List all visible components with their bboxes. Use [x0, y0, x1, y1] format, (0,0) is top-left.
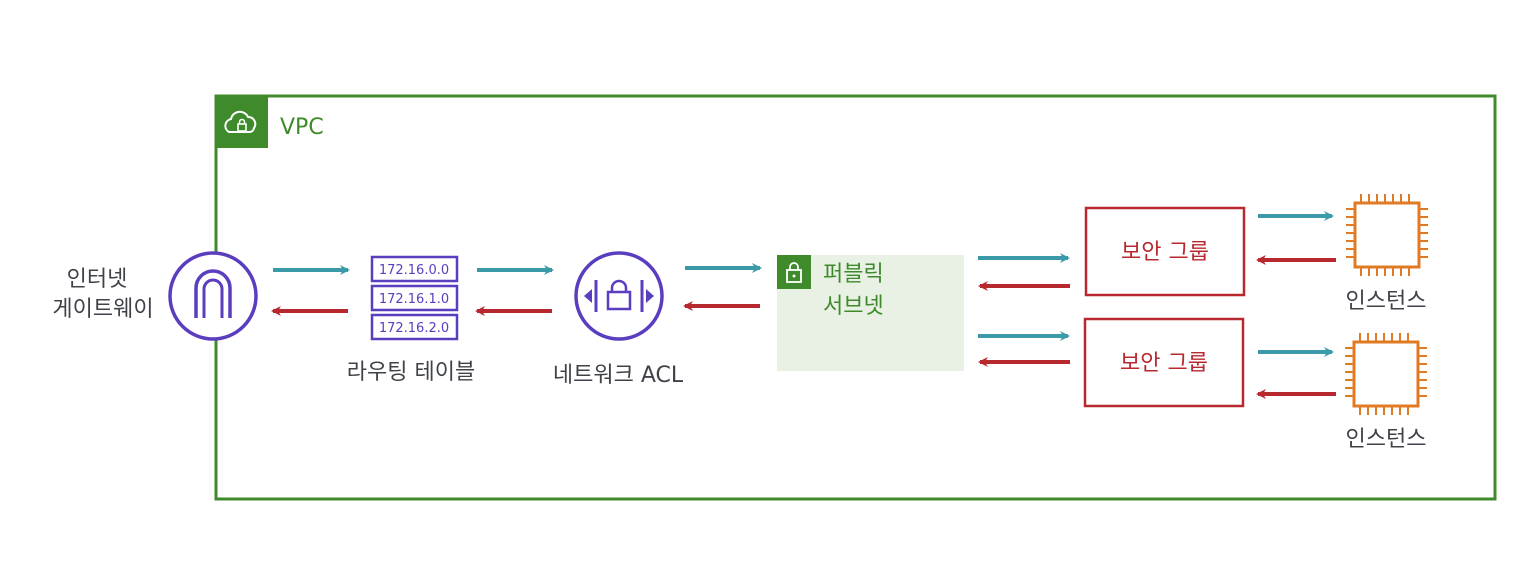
ec2-instance-icon	[1346, 194, 1428, 276]
vpc-label: VPC	[280, 115, 324, 140]
instance-label: 인스턴스	[1346, 289, 1427, 314]
security-group-label: 보안 그룹	[1120, 351, 1208, 376]
internet-gateway: 인터넷 게이트웨이	[52, 251, 258, 341]
instance-2: 인스턴스	[1345, 333, 1427, 452]
vpc-icon-badge	[216, 96, 268, 148]
lock-icon	[786, 262, 802, 283]
route-table-label: 라우팅 테이블	[347, 360, 475, 385]
security-group-box	[1084, 206, 1246, 297]
security-group-1: 보안 그룹	[1084, 206, 1246, 297]
network-acl-label: 네트워크 ACL	[553, 363, 684, 388]
internet-gateway-label-line1: 인터넷	[67, 267, 128, 292]
route-table-icon: 172.16.0.0 172.16.1.0 172.16.2.0	[370, 255, 459, 341]
inbound-arrows	[273, 211, 1334, 357]
route-entry-0: 172.16.0.0	[379, 263, 449, 278]
route-entry-1: 172.16.1.0	[379, 292, 449, 307]
instance-label: 인스턴스	[1346, 427, 1427, 452]
security-group-label: 보안 그룹	[1121, 240, 1209, 265]
cloud-lock-icon	[224, 110, 257, 133]
route-entry-2: 172.16.2.0	[379, 321, 449, 336]
ec2-instance-icon	[1345, 333, 1427, 415]
instance-1: 인스턴스	[1346, 194, 1428, 314]
security-group-box	[1083, 317, 1245, 408]
network-acl-icon	[574, 251, 664, 341]
public-subnet-icon-badge	[777, 255, 811, 289]
public-subnet-label-line2: 서브넷	[823, 294, 884, 319]
route-table: 172.16.0.0 172.16.1.0 172.16.2.0 라우팅 테이블	[347, 255, 475, 385]
outbound-arrows	[271, 255, 1336, 399]
network-acl: 네트워크 ACL	[553, 251, 684, 388]
public-subnet: 퍼블릭 서브넷	[777, 255, 964, 371]
security-group-2: 보안 그룹	[1083, 317, 1245, 408]
public-subnet-label-line1: 퍼블릭	[823, 262, 884, 287]
internet-gateway-icon	[168, 251, 258, 341]
internet-gateway-label-line2: 게이트웨이	[52, 297, 153, 322]
